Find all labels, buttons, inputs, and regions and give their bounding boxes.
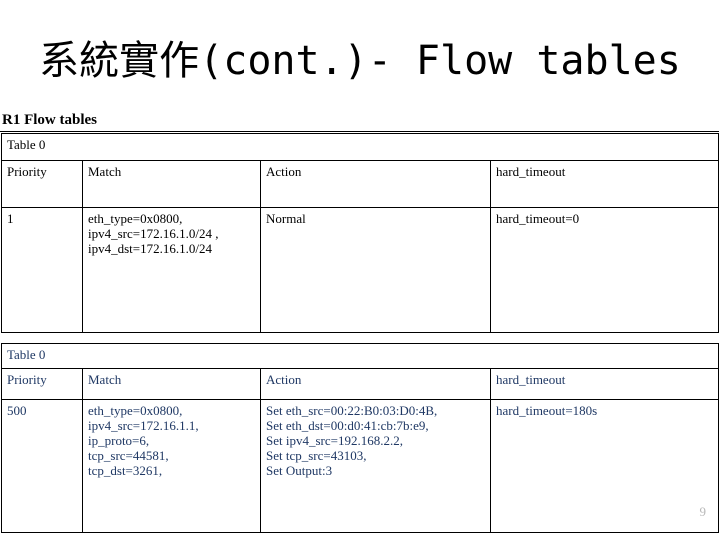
cell-line: Set Output:3	[266, 463, 333, 478]
table-row: 500 eth_type=0x0800, ipv4_src=172.16.1.1…	[1, 399, 719, 533]
cell-match: eth_type=0x0800, ipv4_src=172.16.1.1, ip…	[82, 399, 261, 533]
flow-table-r1-table0-second: Table 0 Priority Match Action hard_timeo…	[1, 343, 719, 533]
column-header-hard-timeout: hard_timeout	[490, 160, 719, 208]
column-header-action: Action	[260, 160, 491, 208]
flow-table-r1-table0: Table 0 Priority Match Action hard_timeo…	[1, 133, 719, 333]
heading-divider	[0, 131, 719, 132]
column-header-hard-timeout: hard_timeout	[490, 368, 719, 400]
cell-line: eth_type=0x0800,	[88, 403, 183, 418]
cell-line: eth_type=0x0800,	[88, 211, 183, 226]
cell-line: ipv4_src=172.16.1.0/24 ,	[88, 226, 219, 241]
cell-priority: 1	[1, 207, 83, 333]
table-row: 1 eth_type=0x0800, ipv4_src=172.16.1.0/2…	[1, 207, 719, 333]
cell-line: 500	[7, 403, 27, 418]
cell-line: Set eth_dst=00:d0:41:cb:7b:e9,	[266, 418, 429, 433]
cell-hard-timeout: hard_timeout=180s	[490, 399, 719, 533]
cell-line: hard_timeout=180s	[496, 403, 598, 418]
cell-match: eth_type=0x0800, ipv4_src=172.16.1.0/24 …	[82, 207, 261, 333]
column-header-priority: Priority	[1, 160, 83, 208]
cell-line: Normal	[266, 211, 306, 226]
cell-line: ipv4_src=172.16.1.1,	[88, 418, 199, 433]
table-caption-row: Table 0	[1, 343, 719, 369]
column-header-action: Action	[260, 368, 491, 400]
cell-line: tcp_dst=3261,	[88, 463, 163, 478]
cell-line: Set eth_src=00:22:B0:03:D0:4B,	[266, 403, 438, 418]
table-header-row: Priority Match Action hard_timeout	[1, 368, 719, 400]
cell-line: Set ipv4_src=192.168.2.2,	[266, 433, 403, 448]
cell-line: ipv4_dst=172.16.1.0/24	[88, 241, 212, 256]
table-caption-row: Table 0	[1, 133, 719, 161]
cell-line: ip_proto=6,	[88, 433, 150, 448]
cell-action: Normal	[260, 207, 491, 333]
page-title: 系統實作(cont.)- Flow tables	[39, 38, 681, 84]
table-caption: Table 0	[1, 133, 719, 161]
section-heading: R1 Flow tables	[2, 112, 97, 128]
cell-line: hard_timeout=0	[496, 211, 580, 226]
column-header-match: Match	[82, 368, 261, 400]
table-caption: Table 0	[1, 343, 719, 369]
cell-action: Set eth_src=00:22:B0:03:D0:4B, Set eth_d…	[260, 399, 491, 533]
column-header-priority: Priority	[1, 368, 83, 400]
cell-line: 1	[7, 211, 14, 226]
cell-line: Set tcp_src=43103,	[266, 448, 367, 463]
cell-hard-timeout: hard_timeout=0	[490, 207, 719, 333]
page-number: 9	[699, 504, 707, 519]
cell-priority: 500	[1, 399, 83, 533]
table-header-row: Priority Match Action hard_timeout	[1, 160, 719, 208]
cell-line: tcp_src=44581,	[88, 448, 169, 463]
column-header-match: Match	[82, 160, 261, 208]
